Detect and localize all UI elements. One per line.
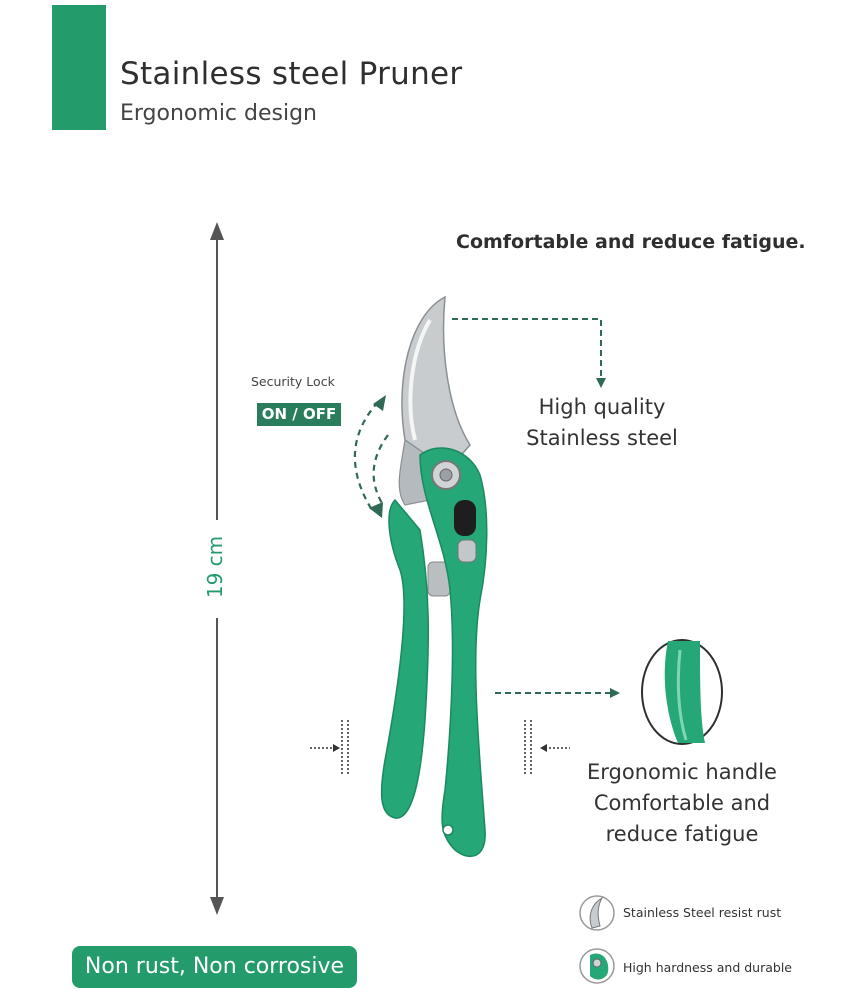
comfort-callout: Comfortable and reduce fatigue.	[456, 231, 806, 253]
blade-feature-icon	[579, 895, 615, 931]
blade-callout-arrowhead	[596, 378, 606, 388]
page-subtitle: Ergonomic design	[120, 101, 318, 126]
steel-callout: High quality Stainless steel	[526, 395, 678, 450]
height-dimension-arrow	[210, 222, 224, 915]
onoff-badge: ON / OFF	[257, 403, 341, 426]
page-title: Stainless steel Pruner	[120, 56, 463, 92]
feature-rust-text: Stainless Steel resist rust	[623, 905, 782, 920]
pruner-icon	[380, 295, 488, 858]
security-lock-label: Security Lock	[251, 374, 335, 389]
height-label: 19 cm	[203, 535, 227, 599]
left-width-marker	[310, 720, 349, 775]
lock-rotation-arrows	[353, 401, 389, 511]
handle-callout-arrowhead	[610, 688, 620, 698]
handle-detail-icon	[641, 639, 723, 745]
nonrust-badge: Non rust, Non corrosive	[72, 946, 357, 988]
blade-callout-leader	[452, 318, 602, 380]
pruner-head-feature-icon	[579, 948, 615, 984]
right-width-marker	[524, 720, 570, 775]
feature-hard-text: High hardness and durable	[623, 960, 792, 975]
accent-block	[52, 5, 106, 130]
handle-callout: Ergonomic handle Comfortable and reduce …	[587, 760, 777, 846]
lock-arrowhead-top	[373, 395, 386, 411]
lock-arrowhead-bottom	[369, 502, 383, 518]
